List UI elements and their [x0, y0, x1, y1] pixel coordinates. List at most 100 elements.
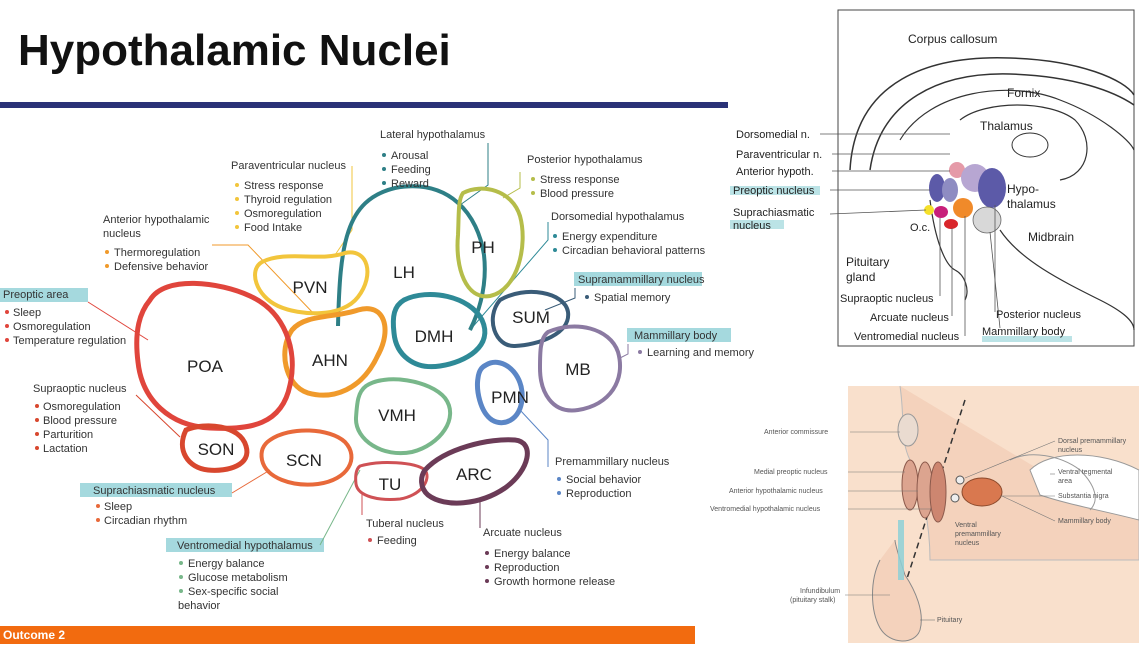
supraoptic-label: Supraoptic nucleus [840, 293, 934, 305]
callout-sum-title: Supramammillary nucleus [578, 274, 705, 286]
suprachiasmatic-label: nucleus [733, 220, 771, 232]
ahn-label: AHN [312, 351, 348, 370]
poa-shape [134, 280, 295, 431]
callout-dmh-item: Energy expenditure [562, 231, 657, 243]
callout-ahn-title: Anterior hypothalamic [103, 214, 210, 226]
ventromedial-hypothalamic-label: Ventromedial hypothalamic nucleus [710, 506, 821, 513]
callout-vmh-title: Ventromedial hypothalamus [177, 540, 313, 552]
callout-dmh-item: Circadian behavioral patterns [562, 245, 706, 257]
vta-label: Ventral tegmental [1058, 469, 1113, 476]
callout-pvn-item: Thyroid regulation [244, 194, 332, 206]
title-divider [0, 102, 728, 108]
nuclei-diagram: LH PH PVN AHN DMH SUM POA MB PMN VMH SON… [0, 129, 755, 612]
footer-outcome-bar: Outcome 2 [0, 626, 695, 644]
callout-son-item: Blood pressure [43, 415, 117, 427]
son-label: SON [198, 440, 235, 459]
callout-mb-title: Mammillary body [634, 330, 718, 342]
callout-pmn-title: Premammillary nucleus [555, 456, 670, 468]
suprachiasmatic-shape [924, 205, 934, 215]
callout-pvn-title: Paraventricular nucleus [231, 160, 346, 172]
highlight-ventromedial [166, 538, 324, 552]
callout-poa-title: Preoptic area [3, 289, 69, 301]
callout-sum-item: Spatial memory [594, 292, 671, 304]
mammillary-body-shape [961, 477, 1003, 507]
son-shape [179, 423, 250, 473]
oc-label: O.c. [910, 222, 930, 234]
preoptic-nucleus-shape [929, 174, 945, 202]
dmh-shape [390, 291, 488, 370]
ventral-premammillary-label: premammillary [955, 531, 1001, 538]
hypothalamus-label: thalamus [1007, 197, 1056, 211]
pituitary-label: gland [846, 270, 875, 284]
mb-shape [537, 324, 622, 413]
hypothalamus-label: Hypo- [1007, 182, 1039, 196]
callout-tu-item: Feeding [377, 535, 417, 547]
thalamus-label: Thalamus [980, 119, 1033, 133]
connector-lines [87, 143, 629, 546]
dorsomedial-label: Dorsomedial n. [736, 129, 810, 141]
infundibulum-label: (pituitary stalk) [790, 597, 836, 604]
callout-scn-title: Suprachiasmatic nucleus [93, 485, 216, 497]
anterior-hypoth-shape [942, 178, 958, 202]
lh-shape [336, 184, 487, 331]
callout-vmh-item: Energy balance [188, 558, 264, 570]
tu-shape [354, 461, 429, 501]
mammillary-label: Mammillary body [982, 326, 1066, 338]
pituitary-label: Pituitary [846, 255, 889, 269]
callout-ph-item: Blood pressure [540, 188, 614, 200]
callout-mb-item: Learning and memory [647, 347, 755, 359]
callout-son-item: Osmoregulation [43, 401, 121, 413]
callout-pvn-item: Food Intake [244, 222, 302, 234]
ph-label: PH [471, 238, 495, 257]
callout-son-item: Lactation [43, 443, 88, 455]
posterior-label: Posterior nucleus [996, 309, 1081, 321]
thalamus-shape [959, 104, 1088, 181]
fornix-shape [899, 89, 1135, 151]
arc-label: ARC [456, 465, 492, 484]
paraventricular-label: Paraventricular n. [736, 149, 822, 161]
supraoptic-shape [934, 206, 948, 218]
sagittal-brain-diagram: Corpus callosum Fornix Thalamus Hypo- th… [730, 9, 1135, 347]
sum-label: SUM [512, 308, 550, 327]
callout-arc-item: Energy balance [494, 548, 570, 560]
callout-pmn-item: Reproduction [566, 488, 631, 500]
paraventricular-shape [949, 162, 965, 178]
callout-pmn-item: Social behavior [566, 474, 642, 486]
vta-label: area [1058, 478, 1072, 485]
callout-lh-item: Reward [391, 178, 429, 190]
callout-arc-title: Arcuate nucleus [483, 527, 562, 539]
callout-arc-item: Growth hormone release [494, 576, 615, 588]
dmh-label: DMH [415, 327, 454, 346]
callout-poa-item: Sleep [13, 307, 41, 319]
ventral-premammillary-label: Ventral [955, 522, 977, 529]
mammillary-shape [972, 206, 1002, 234]
pituitary-label: Pituitary [937, 617, 963, 624]
substantia-nigra-label: Substantia nigra [1058, 493, 1109, 500]
midsagittal-detail-diagram: Anterior commissure Medial preoptic nucl… [710, 385, 1139, 643]
highlight-suprachiasmatic [80, 483, 232, 497]
callout-tu-title: Tuberal nucleus [366, 518, 444, 530]
callout-lh-item: Arousal [391, 150, 428, 162]
tu-label: TU [379, 475, 402, 494]
corpus-callosum-shape [849, 57, 1135, 171]
anterior-commissure-label: Anterior commissure [764, 429, 828, 436]
callout-scn-item: Sleep [104, 501, 132, 513]
highlight-mammillary [627, 328, 731, 342]
callout-vmh-item-cont: behavior [178, 600, 221, 612]
pmn-shape [475, 359, 525, 426]
ventromedial-label: Ventromedial nucleus [854, 331, 960, 343]
callout-son-item: Parturition [43, 429, 93, 441]
callout-pvn-item: Osmoregulation [244, 208, 322, 220]
medial-preoptic-shape [901, 459, 919, 511]
poa-label: POA [187, 357, 224, 376]
suprachiasmatic-label: Suprachiasmatic [733, 207, 815, 219]
callout-lh-title: Lateral hypothalamus [380, 129, 486, 141]
callout-dmh-title: Dorsomedial hypothalamus [551, 211, 685, 223]
arc-shape [419, 437, 530, 506]
callout-pvn-item: Stress response [244, 180, 323, 192]
callout-poa-item: Temperature regulation [13, 335, 126, 347]
preoptic-label: Preoptic nucleus [733, 185, 815, 197]
lh-label: LH [393, 263, 415, 282]
pvn-shape [253, 250, 370, 316]
dorsal-premammillary-label: Dorsal premammillary [1058, 438, 1127, 445]
